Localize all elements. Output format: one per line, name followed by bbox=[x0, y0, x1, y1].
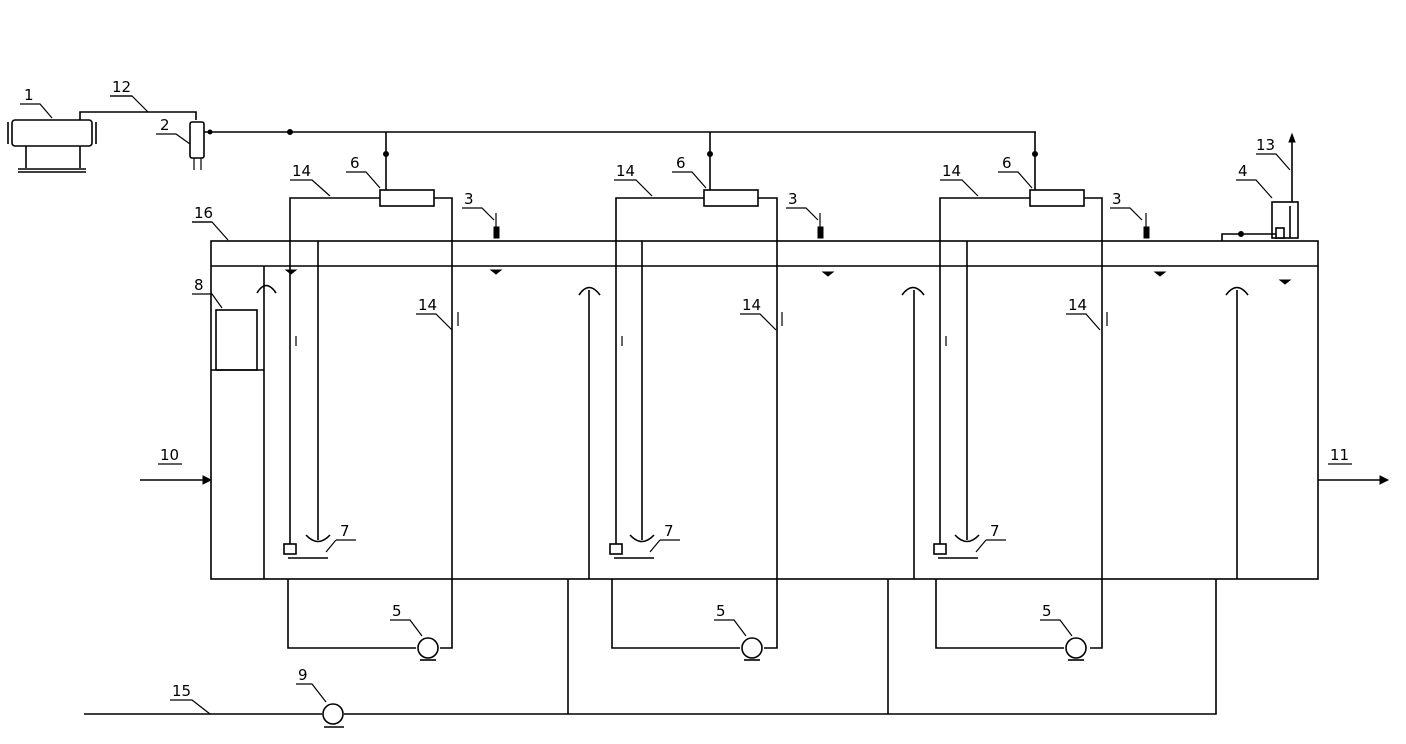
label-pipe-1a: 14 bbox=[292, 162, 311, 180]
chamber-3 bbox=[933, 189, 1150, 661]
feed-line bbox=[84, 579, 1217, 728]
label-filter: 2 bbox=[160, 116, 170, 134]
label-cover: 16 bbox=[194, 204, 213, 222]
inlet-line bbox=[140, 475, 213, 485]
chamber-1 bbox=[283, 189, 500, 661]
label-pump-2: 5 bbox=[716, 602, 726, 620]
outlet-line bbox=[1318, 475, 1390, 485]
water-level-markers bbox=[284, 269, 1292, 285]
labels: 1 12 2 14 6 3 14 6 3 14 6 3 4 13 16 8 14… bbox=[24, 78, 1349, 700]
label-generator-2: 6 bbox=[676, 154, 686, 172]
label-generator-3: 6 bbox=[1002, 154, 1012, 172]
label-diffuser-2: 7 bbox=[664, 522, 674, 540]
leader-lines bbox=[20, 95, 1352, 715]
label-main-pump: 9 bbox=[298, 666, 308, 684]
label-pump-1: 5 bbox=[392, 602, 402, 620]
control-unit bbox=[1221, 132, 1299, 241]
label-compressor: 1 bbox=[24, 86, 34, 104]
box-unit bbox=[215, 309, 258, 371]
label-pipe-2a: 14 bbox=[616, 162, 635, 180]
label-diffuser-3: 7 bbox=[990, 522, 1000, 540]
label-sensor-2: 3 bbox=[788, 190, 798, 208]
label-outlet: 11 bbox=[1330, 446, 1349, 464]
label-feed-line: 15 bbox=[172, 682, 191, 700]
label-inlet: 10 bbox=[160, 446, 179, 464]
label-pipe-1b: 14 bbox=[418, 296, 437, 314]
gas-line bbox=[79, 111, 197, 120]
chamber-2 bbox=[609, 189, 824, 661]
filter-unit bbox=[189, 121, 205, 170]
label-diffuser-1: 7 bbox=[340, 522, 350, 540]
label-box: 8 bbox=[194, 276, 204, 294]
label-pump-3: 5 bbox=[1042, 602, 1052, 620]
label-generator-1: 6 bbox=[350, 154, 360, 172]
label-pipe-3b: 14 bbox=[1068, 296, 1087, 314]
label-pipe-3a: 14 bbox=[942, 162, 961, 180]
label-sensor-3: 3 bbox=[1112, 190, 1122, 208]
treatment-tank bbox=[210, 240, 1319, 580]
compressor-unit bbox=[7, 119, 97, 173]
label-gas-line: 12 bbox=[112, 78, 131, 96]
label-vent: 13 bbox=[1256, 136, 1275, 154]
label-pipe-2b: 14 bbox=[742, 296, 761, 314]
label-control-unit: 4 bbox=[1238, 162, 1248, 180]
label-underlines bbox=[110, 95, 212, 223]
label-sensor-1: 3 bbox=[464, 190, 474, 208]
